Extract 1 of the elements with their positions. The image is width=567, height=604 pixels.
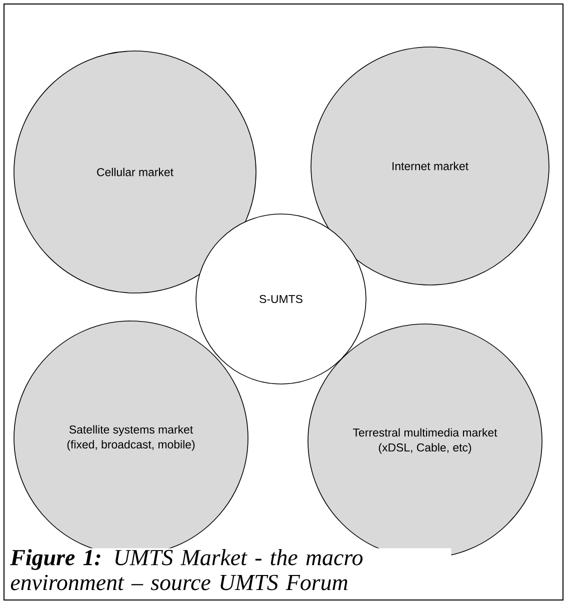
figure-caption: Figure 1: UMTS Market - the macro environment – source UMTS Forum bbox=[9, 548, 452, 592]
